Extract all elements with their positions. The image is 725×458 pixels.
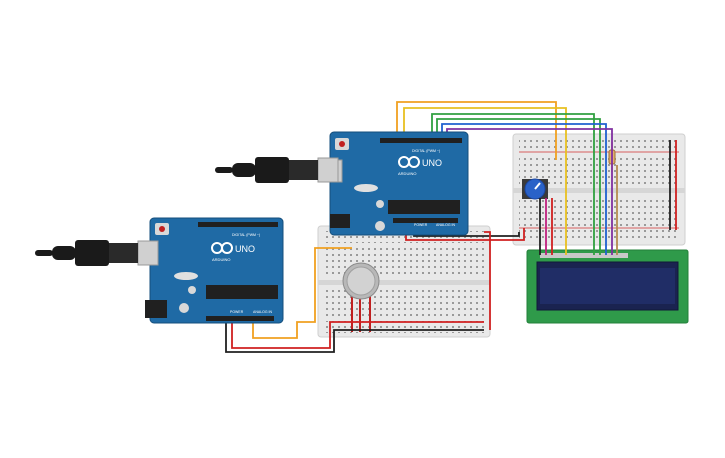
arduino-left-power-label: POWER <box>230 310 244 314</box>
lcd-display[interactable] <box>526 249 689 324</box>
arduino-left-brand: ARDUINO <box>212 257 230 262</box>
gas-sensor[interactable] <box>342 262 380 332</box>
arduino-left-digital-label: DIGITAL (PWM ~) <box>232 233 260 237</box>
arduino-left-model: UNO <box>235 244 255 254</box>
arduino-right-power-label: POWER <box>414 223 428 227</box>
arduino-uno-left[interactable]: UNO ARDUINO DIGITAL (PWM ~) POWER ANALOG… <box>145 217 284 324</box>
potentiometer[interactable] <box>522 178 548 200</box>
usb-cable-left[interactable] <box>35 240 159 266</box>
usb-cable-right[interactable] <box>215 157 339 183</box>
arduino-left-analog-label: ANALOG IN <box>253 310 273 314</box>
arduino-right-digital-label: DIGITAL (PWM ~) <box>412 149 440 153</box>
lcd-pins <box>540 253 628 258</box>
arduino-right-model: UNO <box>422 158 442 168</box>
arduino-right-analog-label: ANALOG IN <box>436 223 456 227</box>
wires-left <box>225 231 491 353</box>
arduino-uno-right[interactable]: UNO ARDUINO DIGITAL (PWM ~) POWER ANALOG… <box>319 131 469 236</box>
arduino-right-brand: ARDUINO <box>398 171 416 176</box>
